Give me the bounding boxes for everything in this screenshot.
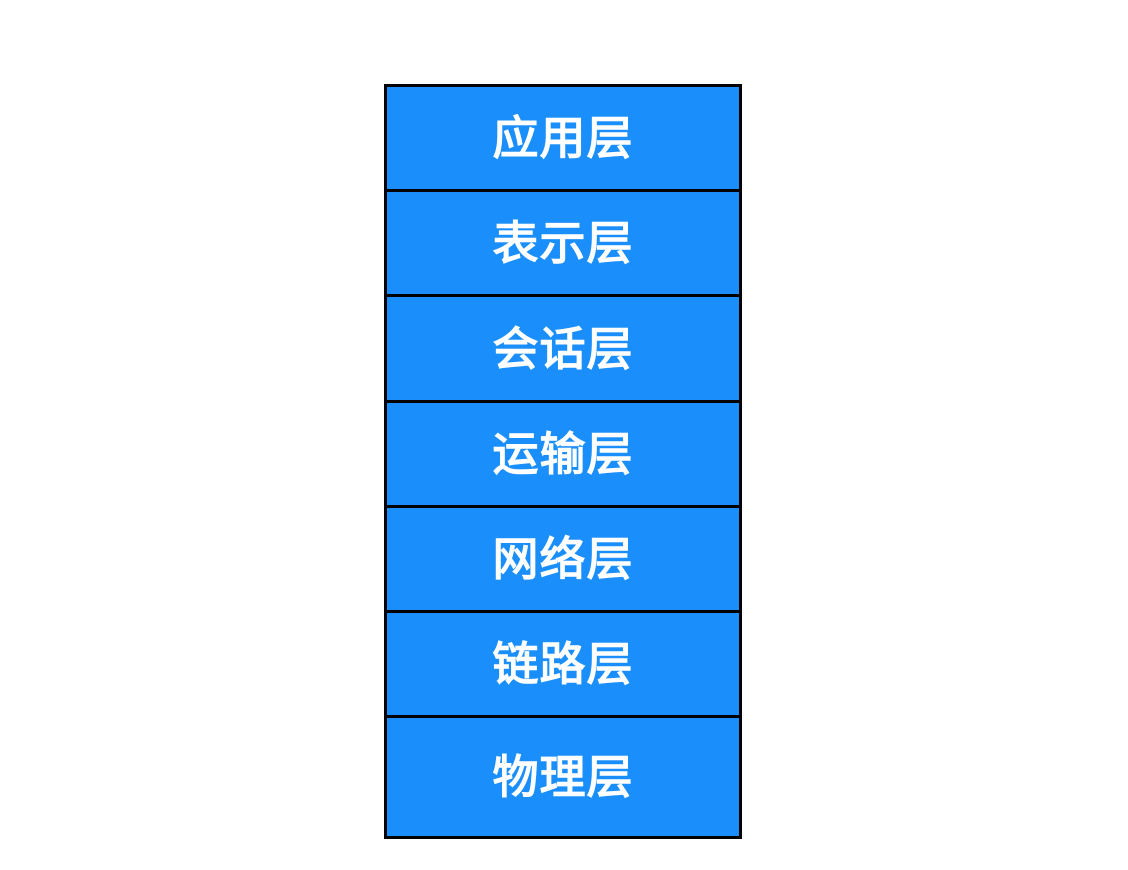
layer-physical: 物理层 [387, 718, 739, 836]
layer-application: 应用层 [387, 87, 739, 193]
layer-presentation: 表示层 [387, 192, 739, 298]
layer-label: 应用层 [492, 111, 634, 166]
layer-label: 运输层 [492, 426, 634, 481]
layer-label: 网络层 [492, 532, 634, 587]
layer-label: 会话层 [492, 321, 634, 376]
layer-session: 会话层 [387, 297, 739, 403]
layer-label: 物理层 [492, 750, 634, 805]
layer-network: 网络层 [387, 507, 739, 614]
layer-label: 链路层 [492, 637, 634, 692]
protocol-layer-stack: 应用层 表示层 会话层 运输层 网络层 链路层 物理层 [384, 84, 742, 839]
layer-link: 链路层 [387, 613, 739, 719]
layer-label: 表示层 [492, 216, 634, 271]
layer-transport: 运输层 [387, 402, 739, 508]
